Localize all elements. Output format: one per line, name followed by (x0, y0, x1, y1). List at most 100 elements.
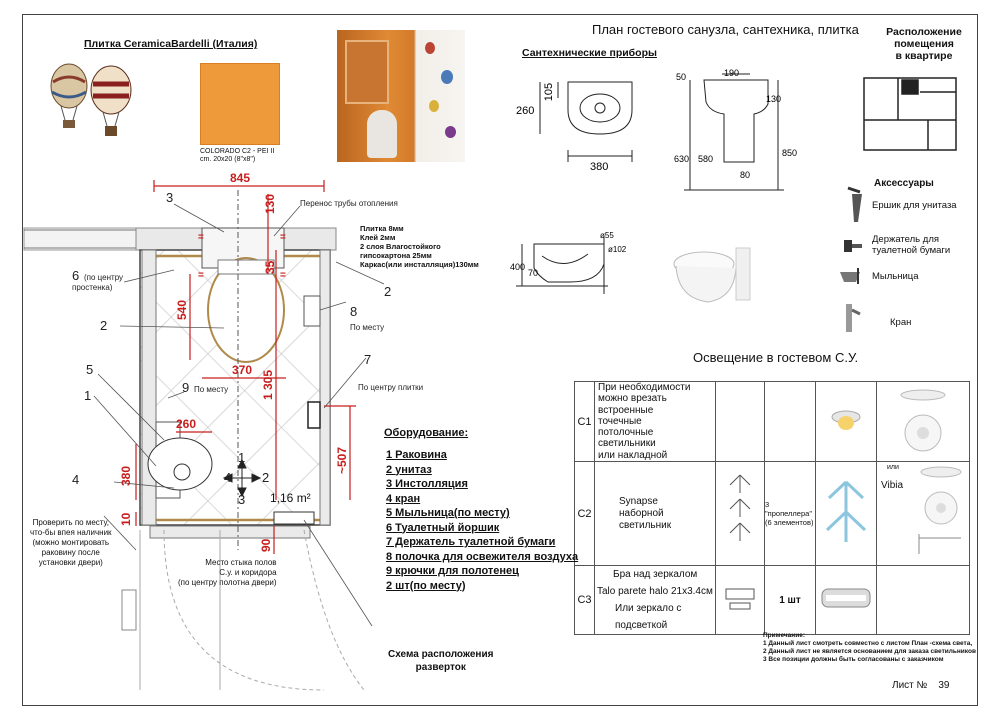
plan-label-2a: 2 (100, 318, 107, 333)
alt-label: или (887, 464, 899, 471)
soap-dish-icon (840, 268, 860, 284)
arrow-1: 1 (238, 450, 245, 465)
svg-text:=: = (280, 270, 286, 281)
plan-label-6-note2: простенка) (72, 283, 113, 292)
dim-90: 90 (259, 538, 273, 552)
equipment-item: 4 кран (386, 492, 421, 505)
accessories-heading: Аксессуары (874, 178, 934, 189)
bathroom-photo (337, 30, 465, 162)
dim-toilet-400: 400 (510, 262, 525, 272)
dim-sink-260: 260 (516, 105, 534, 117)
svg-text:=: = (198, 232, 204, 243)
dim-sink-580: 580 (698, 154, 713, 164)
page-title: План гостевого санузла, сантехника, плит… (592, 22, 859, 37)
sheet-number: Лист № 39 (892, 680, 950, 691)
dim-1305: 1 305 (261, 370, 275, 400)
synapse-image (815, 461, 877, 566)
dim-380: 380 (119, 466, 133, 486)
equipment-item: 7 Держатель туалетной бумаги (386, 536, 556, 548)
apartment-location-plan (863, 77, 957, 151)
plan-label-1: 1 (84, 388, 91, 403)
sink-top-drawing: 105 260 380 (516, 81, 633, 173)
toilet-brush-icon (847, 186, 862, 222)
dim-sink-850: 850 (782, 148, 797, 158)
plan-label-2b: 2 (384, 284, 391, 299)
plan-label-9: 9 (182, 380, 189, 395)
dim-toilet-55: ø55 (600, 231, 614, 240)
arrow-3: 3 (238, 492, 245, 507)
paper-holder-icon (844, 240, 862, 252)
plan-label-7: 7 (364, 352, 371, 367)
arrow-2: 2 (262, 470, 269, 485)
equipment-item: 8 полочка для освежителя воздуха (386, 550, 579, 563)
heating-note: Перенос трубы отопления (300, 199, 398, 208)
equipment-list: 1 Раковина 2 унитаз 3 Инстолляция 4 кран… (386, 448, 578, 593)
dim-507: ~507 (335, 447, 349, 474)
svg-text:=: = (280, 232, 286, 243)
plan-label-7-note: По центру плитки (358, 383, 423, 392)
svg-text:=: = (198, 270, 204, 281)
vibia-cell: или Vibia (876, 461, 970, 566)
plan-label-5: 5 (86, 362, 93, 377)
fixtures-heading: Сантехнические приборы (522, 47, 657, 59)
lighting-row-c3: C3 Бра над зеркалом Talo parete halo 21x… (574, 565, 970, 635)
dim-toilet-70: 70 (528, 268, 538, 278)
equipment-item: 9 крючки для полотенец (386, 565, 519, 577)
check-door-note: Проверить по месту,что-бы впея наличник(… (30, 518, 112, 567)
equipment-item: 1 Раковина (386, 449, 447, 461)
plan-label-4: 4 (72, 472, 79, 487)
toilet-render (673, 247, 751, 303)
dim-sink-105: 105 (543, 83, 555, 101)
equipment-item: 6 Туалетный йоршик (386, 521, 500, 534)
accessory-brush: Ершик для унитаза (872, 200, 957, 211)
dim-toilet-102: ø102 (608, 245, 627, 254)
dim-sink-380: 380 (590, 161, 608, 173)
dim-130: 130 (263, 194, 277, 214)
dim-sink-630: 630 (674, 154, 689, 164)
equipment-item: 2 унитаз (386, 463, 432, 476)
plan-label-8-note: По месту (350, 323, 384, 332)
room-area: 1,16 m² (270, 491, 311, 505)
dim-sink-130: 130 (766, 94, 781, 104)
plan-label-9-note: По месту (194, 385, 228, 394)
dim-370: 370 (232, 363, 252, 377)
dim-845: 845 (230, 171, 250, 185)
dim-sink-50: 50 (676, 72, 686, 82)
faucet-icon (846, 304, 861, 332)
talo-image (815, 565, 877, 635)
tile-heading: Плитка CeramicaBardelli (Италия) (84, 38, 258, 50)
notes-block: Примечание: 1 Данный лист смотреть совме… (763, 632, 976, 663)
synapse-quantity: 3 "пропеллера"(6 элементов) (764, 461, 816, 566)
plan-label-6: 6 (72, 268, 79, 283)
accessory-faucet: Кран (890, 317, 912, 328)
plan-label-8: 8 (350, 304, 357, 319)
plan-label-3: 3 (166, 190, 173, 205)
sink-side-drawing: 190 50 130 630 580 80 850 (674, 68, 797, 191)
vibia-brand: Vibia (881, 480, 904, 491)
floor-plan: = = = = 3 6 2 2 8 7 5 1 4 9 4 2 1 3 (23, 171, 423, 691)
lighting-heading: Освещение в гостевом С.У. (693, 350, 859, 365)
balloons-image (50, 63, 132, 136)
equipment-item: 2 шт(по месту) (386, 579, 466, 592)
equipment-item: 5 Мыльница(по месту) (386, 507, 510, 519)
synapse-drawing (715, 461, 765, 566)
sheet-frame (22, 14, 978, 706)
equipment-heading: Оборудование: (384, 427, 469, 439)
dim-540: 540 (175, 300, 189, 320)
tile-swatch (200, 63, 280, 145)
arrow-4: 4 (224, 470, 231, 485)
dim-sink-190: 190 (724, 68, 739, 78)
dim-35: 35 (263, 260, 277, 274)
downlight-image (815, 381, 877, 462)
talo-drawing (715, 565, 765, 635)
plan-label-6-note: (по центру (84, 273, 123, 282)
